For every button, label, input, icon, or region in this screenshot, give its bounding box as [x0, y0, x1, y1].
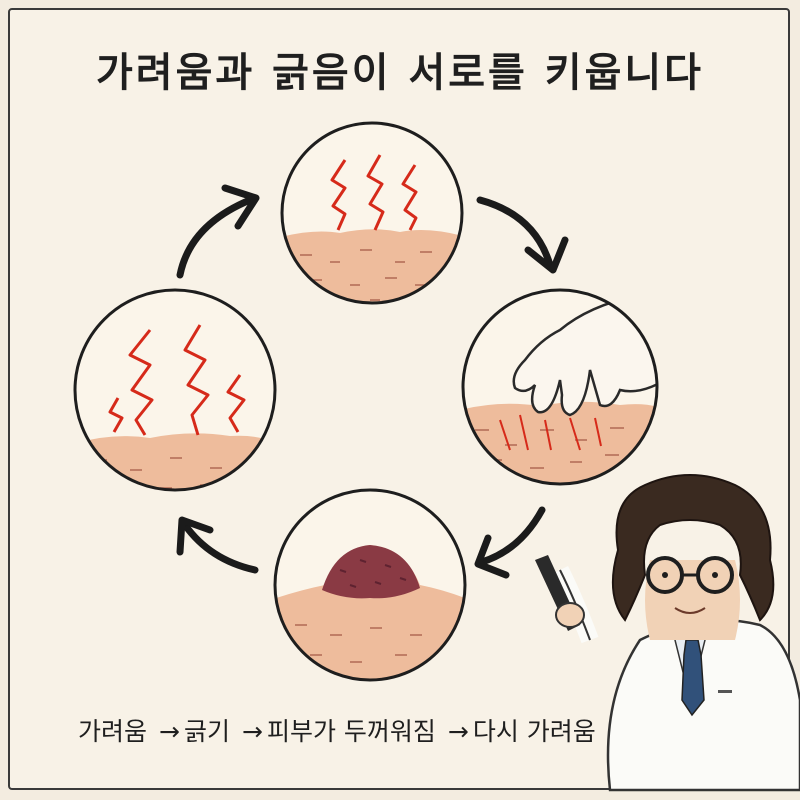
hair-icon	[611, 474, 775, 622]
hand-icon	[512, 293, 657, 417]
arrow-left-to-top	[176, 184, 260, 279]
itch-lines	[330, 154, 418, 231]
caption-arrow: →	[241, 717, 263, 746]
caption-step-thicken: 피부가 두꺼워짐	[266, 717, 436, 746]
process-caption: 가려움→긁기→피부가 두꺼워짐→다시 가려움	[78, 712, 718, 748]
thick-skin-stage-circle	[273, 488, 467, 682]
caption-arrow: →	[447, 717, 469, 746]
caption-step-itch-again: 다시 가려움	[472, 717, 596, 746]
scratch-stage-circle	[461, 288, 659, 486]
cycle-arrows	[176, 184, 569, 579]
hand-pointing-icon	[555, 602, 585, 628]
itch-again-stage-circle	[73, 288, 277, 492]
necktie-icon	[681, 639, 705, 717]
arrow-right-to-bottom	[474, 506, 546, 579]
doctor-illustration	[535, 474, 800, 792]
arrow-top-to-right	[476, 196, 569, 274]
caption-arrow: →	[159, 717, 180, 746]
caption-step-itch: 가려움	[78, 717, 148, 746]
itch-stage-circle	[280, 121, 464, 305]
caption-step-scratch: 긁기	[183, 717, 230, 746]
arrow-bottom-to-left	[176, 516, 259, 574]
itch-lines	[108, 324, 246, 436]
page-title: 가려움과 긁음이 서로를 키웁니다	[96, 50, 704, 96]
